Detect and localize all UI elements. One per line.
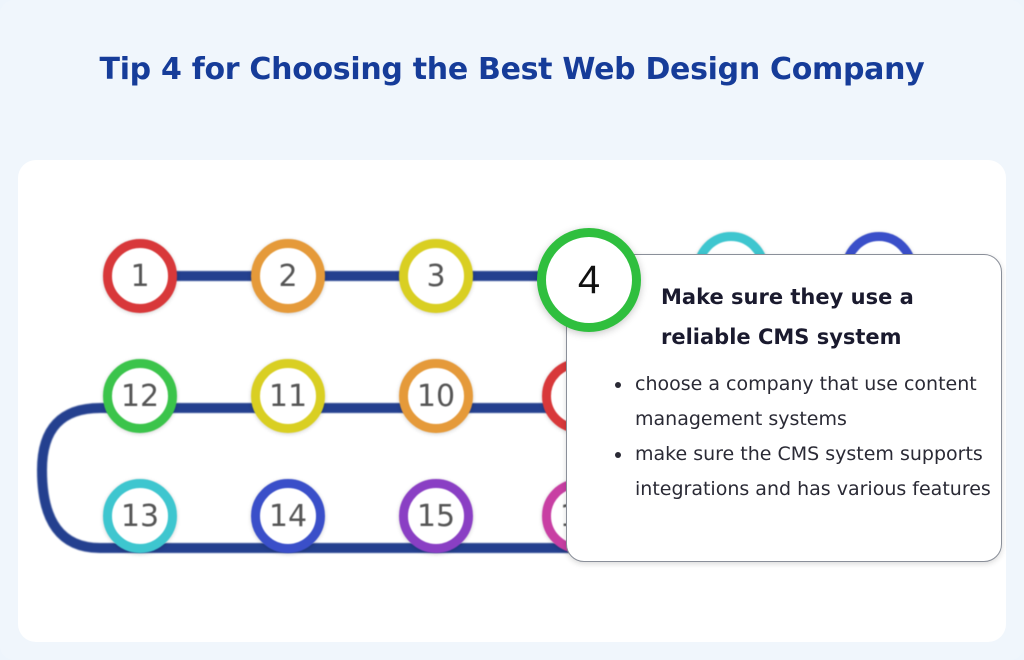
step-number: 12 — [120, 378, 160, 414]
step-circle: 13 — [103, 479, 177, 553]
path-row-2-loop — [36, 403, 605, 553]
step-number: 3 — [426, 258, 446, 294]
step-number: 15 — [416, 498, 456, 534]
step-circle: 3 — [399, 239, 473, 313]
step-circle: 1 — [103, 239, 177, 313]
step-circle: 2 — [251, 239, 325, 313]
step-circle: 11 — [251, 359, 325, 433]
step-circle: 15 — [399, 479, 473, 553]
bullet-item: make sure the CMS system supports integr… — [633, 437, 1013, 507]
step-number: 14 — [268, 498, 308, 534]
page-title: Tip 4 for Choosing the Best Web Design C… — [99, 52, 925, 87]
step-number: 13 — [120, 498, 160, 534]
step-circle: 10 — [399, 359, 473, 433]
step-circle: 14 — [251, 479, 325, 553]
step-number: 1 — [130, 258, 150, 294]
step-number: 2 — [278, 258, 298, 294]
step-circle: 12 — [103, 359, 177, 433]
tip-callout: Make sure they use a reliable CMS system… — [566, 254, 1002, 562]
bullet-item: choose a company that use content manage… — [633, 367, 1013, 437]
callout-heading: Make sure they use a reliable CMS system — [661, 285, 914, 349]
active-step-circle: 4 — [537, 228, 641, 332]
step-number: 10 — [416, 378, 456, 414]
step-number: 11 — [268, 378, 308, 414]
active-step-number: 4 — [577, 257, 601, 302]
callout-bullets: choose a company that use content manage… — [611, 367, 1013, 507]
